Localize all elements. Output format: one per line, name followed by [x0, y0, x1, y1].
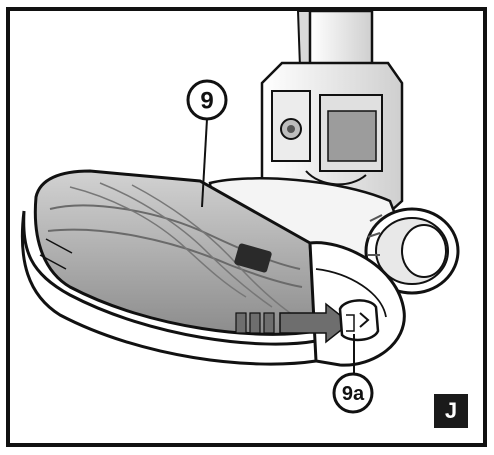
figure-frame: 9 9a J	[6, 7, 487, 447]
brush-roll-window	[33, 169, 318, 336]
wand-tube	[296, 11, 374, 71]
callout-9: 9	[186, 79, 228, 121]
brand-logo	[234, 243, 272, 273]
callout-9a: 9a	[332, 372, 374, 414]
leader-line-9	[201, 118, 208, 208]
figure-letter-badge: J	[434, 394, 468, 428]
release-direction-arrow	[235, 302, 352, 344]
callout-9a-label: 9a	[342, 383, 365, 405]
side-wheel	[364, 207, 460, 295]
vacuum-floor-head-illustration: 9 9a	[20, 11, 460, 414]
release-button	[338, 299, 380, 342]
callout-9-label: 9	[200, 88, 213, 115]
